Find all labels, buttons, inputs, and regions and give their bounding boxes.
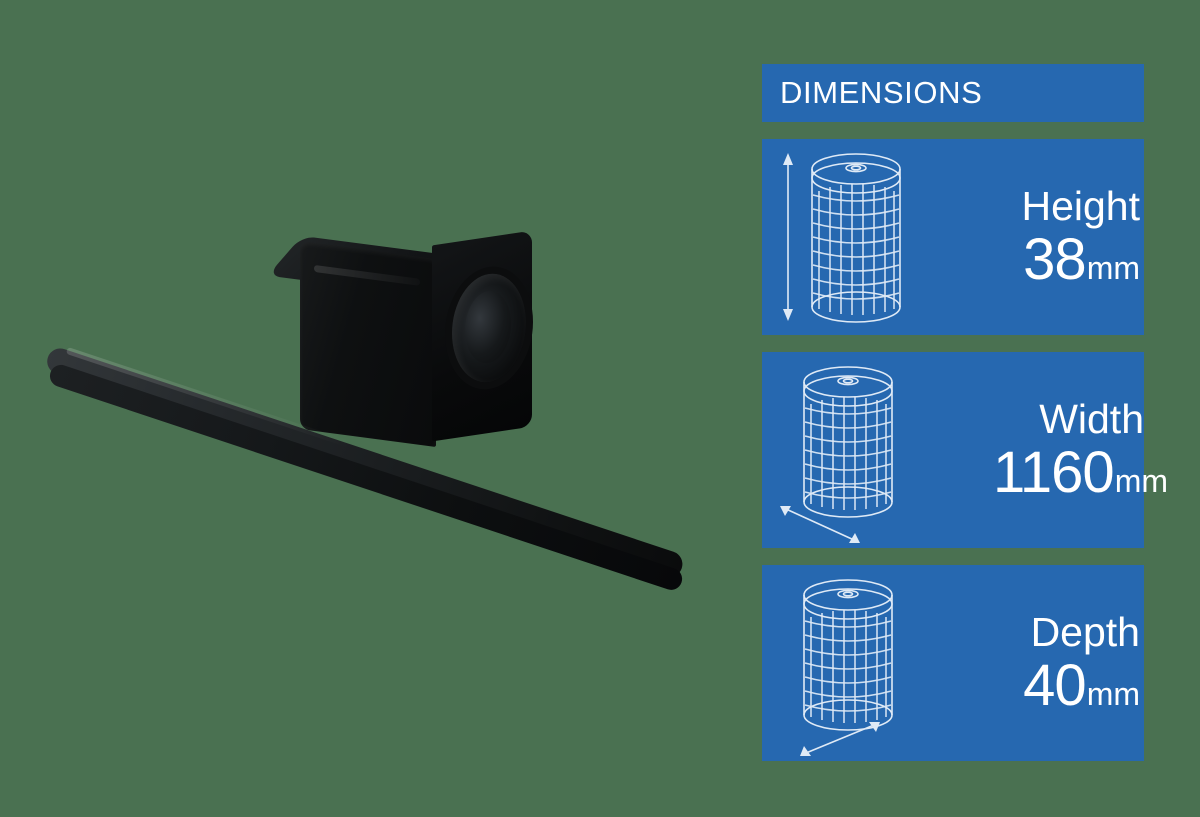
width-unit: mm — [1114, 462, 1168, 499]
product-image-stage — [0, 0, 740, 817]
height-icon-slot — [762, 139, 934, 335]
depth-value-row: 40 mm — [1023, 652, 1140, 718]
diagonal-double-arrow-icon — [800, 722, 880, 756]
dimensions-header-title: DIMENSIONS — [780, 75, 983, 110]
depth-text-slot: Depth 40 mm — [934, 565, 1144, 761]
cylinder-speaker-icon — [800, 579, 893, 756]
dimensions-panel: DIMENSIONS — [762, 64, 1168, 761]
cylinder-speaker-icon — [780, 366, 893, 543]
dimensions-header: DIMENSIONS — [762, 64, 1144, 122]
dimension-card-depth: Depth 40 mm — [762, 565, 1144, 761]
soundbar-front-face — [47, 362, 686, 593]
height-unit: mm — [1086, 249, 1140, 286]
depth-icon-slot — [762, 565, 934, 761]
width-text-slot: Width 1160 mm — [934, 352, 1168, 548]
width-icon-slot — [762, 352, 934, 548]
height-value-row: 38 mm — [1023, 226, 1140, 292]
cylinder-speaker-icon — [783, 153, 901, 323]
soundbar-product-image — [43, 345, 720, 593]
width-value: 1160 — [992, 439, 1115, 505]
depth-label: Depth — [1030, 608, 1140, 655]
depth-value: 40 — [1023, 652, 1087, 718]
depth-unit: mm — [1086, 675, 1140, 712]
height-label: Height — [1021, 182, 1140, 229]
dimension-card-height: Height 38 mm — [762, 139, 1144, 335]
diagonal-double-arrow-icon — [780, 506, 860, 543]
width-label: Width — [1039, 395, 1144, 442]
height-value: 38 — [1023, 226, 1087, 292]
vertical-double-arrow-icon — [783, 153, 793, 321]
dimension-card-width: Width 1160 mm — [762, 352, 1168, 548]
width-value-row: 1160 mm — [992, 439, 1168, 505]
height-text-slot: Height 38 mm — [934, 139, 1144, 335]
